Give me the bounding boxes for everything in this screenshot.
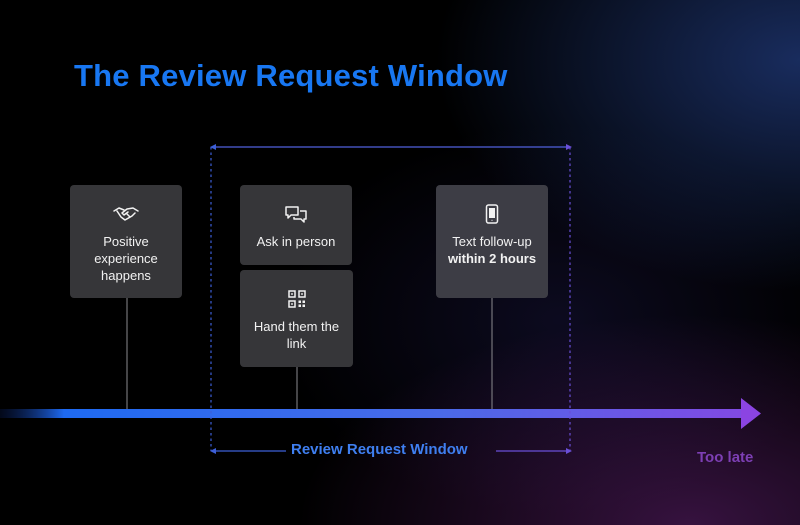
bracket-arrow-right: [566, 144, 572, 150]
chat-bubbles-icon: [284, 204, 308, 224]
step-text: Text follow-up within 2 hours: [436, 233, 548, 267]
step-text-plain: Text follow-up: [452, 234, 532, 249]
handshake-icon: [113, 204, 139, 224]
qr-code-icon: [287, 289, 306, 309]
too-late-label: Too late: [697, 449, 754, 466]
bracket-arrow-right: [566, 448, 572, 454]
page-title: The Review Request Window: [74, 58, 508, 93]
step-card-ask-in-person: Ask in person: [240, 185, 352, 265]
bracket-arrow-left: [210, 144, 216, 150]
step-card-positive-experience: Positive experience happens: [70, 185, 182, 298]
timeline-bar: [0, 409, 746, 418]
window-label: Review Request Window: [291, 441, 468, 458]
step-text-bold: within 2 hours: [447, 251, 537, 266]
step-text: Ask in person: [256, 234, 336, 249]
bracket-arrow-left: [210, 448, 216, 454]
timeline-arrowhead: [741, 398, 761, 429]
step-card-hand-them-link: Hand them the link: [240, 270, 353, 367]
step-card-text-follow-up: Text follow-up within 2 hours: [436, 185, 548, 298]
step-text: Positive experience happens: [94, 234, 158, 283]
step-text: Hand them the link: [253, 319, 340, 351]
smartphone-icon: [485, 204, 499, 224]
